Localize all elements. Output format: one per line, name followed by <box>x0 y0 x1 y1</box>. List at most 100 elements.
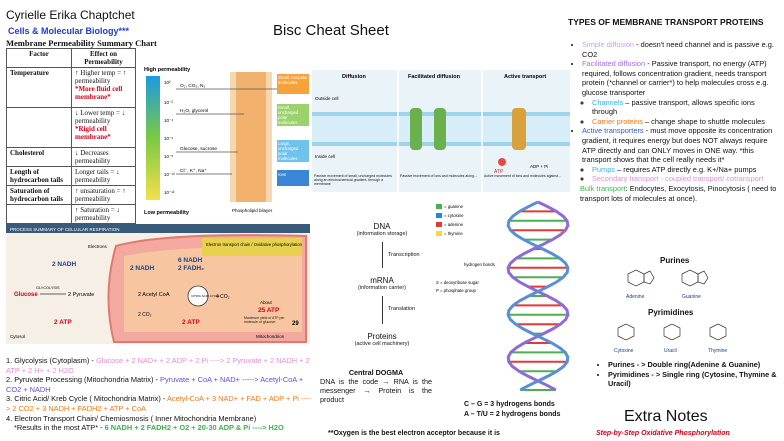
translation-label: Translation <box>388 306 416 312</box>
step-label: Glycolysis (Cytoplasm) - <box>14 356 96 365</box>
dna-svg: = guanine = cytosine = adenine = thymine… <box>436 200 570 392</box>
table-row: Saturation of hydrocarbon tails ↑ unsatu… <box>6 185 136 205</box>
table-row: ↑ Saturation = ↓ permeability <box>6 204 136 224</box>
step-equation: Glucose + 2 NAD+ + 2 ADP + 2 Pi ----> 2 … <box>6 356 310 375</box>
etc-label: Electron transport chain / Oxidative pho… <box>206 242 303 247</box>
pyrimidines-heading: Pyrimidines <box>648 308 694 317</box>
hydrogen-bonds-note: C – G = 3 hydrogens bonds A – T/U = 2 hy… <box>464 400 560 420</box>
transport-col-label: Facilitated diffusion <box>408 74 461 80</box>
base-summary: Purines - > Double ring(Adenine & Guanin… <box>598 360 778 389</box>
category-label: Small, nonpolar molecules <box>278 75 308 85</box>
molecule-label: Glucose, sucrose <box>180 146 217 152</box>
central-dogma-desc: DNA is the code → RNA is the messenger →… <box>320 377 432 404</box>
guanine-ring <box>697 270 709 285</box>
glycolysis-label: GLYCOLYSIS <box>36 286 60 290</box>
list-item: C – G = 3 hydrogens bonds <box>464 401 555 408</box>
tick-label: 10⁻⁸ <box>164 154 173 159</box>
term: Carrier proteins <box>592 116 643 126</box>
molecule-label: H₂O, glycerol <box>180 108 208 114</box>
purines-structures: Adenine Guanine <box>612 268 724 302</box>
legend-swatch <box>436 222 442 227</box>
term: Channels <box>592 97 624 107</box>
about-label: About <box>260 300 273 305</box>
sugar-label: S = deoxyribose sugar <box>436 280 479 285</box>
list-item: Pyrimidines - > Single ring (Cytosine, T… <box>608 370 778 389</box>
gradient-bar <box>146 76 160 200</box>
term: Secondary transport - coupled transport/… <box>592 174 764 184</box>
table-row: Temperature ↑ Higher temp = ↑ permeabili… <box>6 67 136 108</box>
helix-backbone <box>506 200 570 392</box>
step-equation: Pyruvate + CoA + NAD+ -----> Acetyl-CoA … <box>6 375 304 394</box>
purines-heading: Purines <box>660 256 690 265</box>
list-item: Purines - > Double ring(Adenine & Guanin… <box>608 360 778 370</box>
mitochondrion-label: Mitochondrion <box>256 334 285 339</box>
electrons-label: Electrons <box>88 244 108 249</box>
tick-label: 10⁻¹⁰ <box>164 172 175 177</box>
guanine-label: Guanine <box>682 294 701 300</box>
list-item: Active transporters - must move opposite… <box>582 126 778 184</box>
central-dogma-title: Central DOGMA <box>348 368 404 377</box>
guanine-ring <box>681 269 699 287</box>
molecule-label: Cl⁻, K⁺, Na⁺ <box>180 168 207 174</box>
phosphate-label: P = phosphate group <box>436 288 477 293</box>
cytosine-label: Cytosine <box>614 348 634 354</box>
permeability-svg: High permeability Low permeability 10² 1… <box>144 67 309 216</box>
arrow <box>382 296 383 324</box>
adenine-label: Adenine <box>626 294 645 300</box>
page-title: Bisc Cheat Sheet <box>273 22 389 39</box>
category-label: Small, uncharged polar molecules <box>278 105 299 125</box>
term: Active transporters <box>582 126 644 136</box>
citric-cycle-circle <box>187 285 209 307</box>
transcription-label: Transcription <box>388 252 420 258</box>
list-item: 2. Pyruvate Processing (Mitochondria Mat… <box>6 375 304 394</box>
etc-box <box>202 238 302 256</box>
permeability-table: Factor Effect on Permeability Temperatur… <box>6 48 136 224</box>
inside-cell-label: Inside cell <box>315 154 335 159</box>
thymine-label: Thymine <box>708 348 727 354</box>
transport-figure: Diffusion Facilitated diffusion Active t… <box>312 70 570 192</box>
note-cell: *Rigid cell membrane* <box>75 125 111 141</box>
effect-cell: ↑ Higher temp = ↑ permeability <box>75 69 127 85</box>
term-desc: - must move opposite its concentration g… <box>582 126 773 165</box>
list-item: 3. Citric Acid/ Kreb Cycle ( Mitochondri… <box>6 394 311 413</box>
legend-swatch <box>436 213 442 218</box>
effect-cell: ↓ Lower temp = ↓ permeability <box>75 109 126 125</box>
term-desc: - doesn't need channel and is passive e.… <box>582 40 774 59</box>
effect-cell: ↑ Saturation = ↓ permeability <box>71 204 136 224</box>
list-item: A – T/U = 2 hydrogens bonds <box>464 411 561 418</box>
adenine-ring <box>643 270 655 285</box>
uracil-label: Uracil <box>664 348 677 354</box>
atp-label: ATP <box>494 169 504 175</box>
central-dogma-figure: DNA (information storage) Transcription … <box>322 208 442 358</box>
carrier-protein <box>434 108 446 150</box>
category-box <box>277 74 309 94</box>
bilayer-label: Phospholipid bilayer <box>232 208 273 213</box>
term-desc: - Passive transport, no energy (ATP) req… <box>582 59 769 97</box>
effect-cell: ↑ unsaturation = ↑ permeability <box>71 185 136 205</box>
atp-icon <box>498 158 506 166</box>
legend-swatch <box>436 231 442 236</box>
list-item: 1. Glycolysis (Cytoplasm) - Glucose + 2 … <box>6 356 310 375</box>
pyrimidines-svg: Cytosine Uracil Thymine <box>614 323 727 354</box>
hbond-label: hydrogen bonds <box>464 262 495 267</box>
transport-caption: Active movement of ions and molecules ag… <box>484 174 561 178</box>
list-item: Bulk transport: Endocytes, Exocytosis, P… <box>572 184 778 203</box>
list-item: Channels – passive transport, allows spe… <box>592 98 778 117</box>
term: Simple diffusion <box>582 40 635 49</box>
citric-cycle-label: CITRIC ACID CYCLE <box>191 294 220 298</box>
molecule-label: O₂, CO₂, N₂ <box>180 83 205 89</box>
perm-table-title: Membrane Permeability Summary Chart <box>6 38 157 48</box>
high-perm-label: High permeability <box>144 67 191 73</box>
nadh-label: 2 NADH <box>52 261 77 268</box>
term-desc: – change shape to shuttle molecules <box>642 116 765 126</box>
bilayer-tails <box>236 72 266 202</box>
fadh-label: 2 FADH₂ <box>178 265 204 272</box>
nadh-label: 6 NADH <box>178 257 203 264</box>
adp-label: ADP + Pi <box>530 164 548 169</box>
factor-cell: Saturation of hydrocarbon tails <box>10 187 63 203</box>
transport-svg: Diffusion Facilitated diffusion Active t… <box>312 70 570 192</box>
cytosine-ring <box>617 323 635 341</box>
term-desc: : Endocytes, Exocytosis, Pinocytosis ( n… <box>580 183 777 203</box>
list-item: *Results in the most ATP* - 6 NADH + 2 F… <box>6 423 311 433</box>
max-yield-label: Maximum yield of ATP per molecule of glu… <box>244 316 285 324</box>
